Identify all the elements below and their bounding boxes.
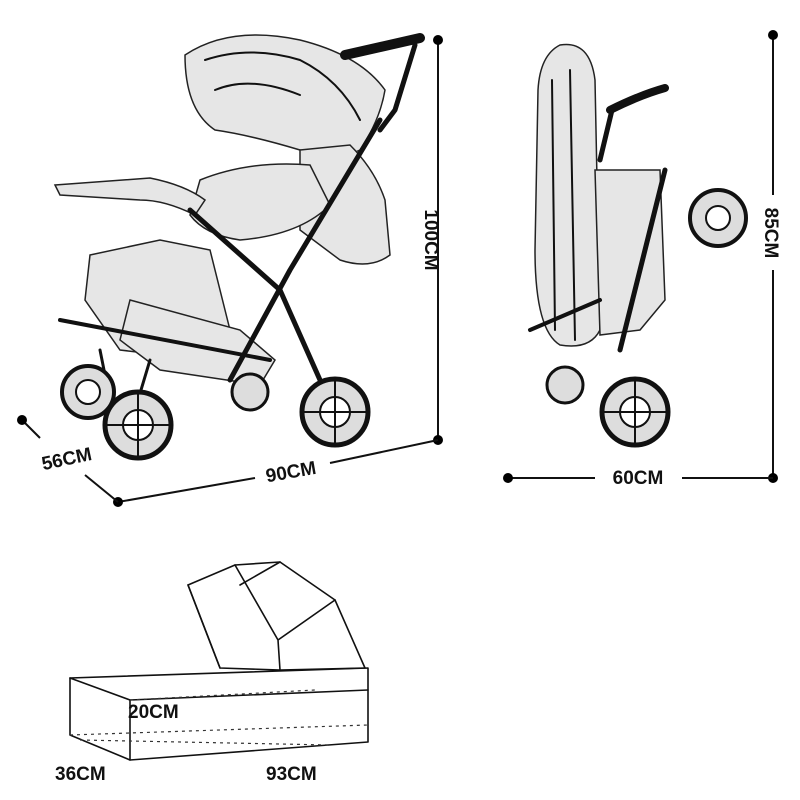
frame-rear bbox=[227, 117, 383, 383]
folded-small-wheel bbox=[545, 365, 585, 405]
folded-body bbox=[594, 169, 666, 336]
unfolded-height-label: 100CM bbox=[420, 209, 441, 270]
dimension-unfolded-height: 100CM bbox=[420, 35, 443, 445]
stroller-folded bbox=[528, 43, 748, 448]
bassinet-width-label: 36CM bbox=[55, 764, 106, 785]
handle-bar bbox=[340, 33, 425, 60]
bassinet-canopy bbox=[187, 561, 366, 671]
folded-bottom-wheel bbox=[599, 376, 671, 448]
bassinet-box-body bbox=[69, 667, 369, 761]
dimension-folded-height: 85CM bbox=[760, 30, 786, 483]
bassinet-length-label: 93CM bbox=[266, 764, 317, 785]
folded-canopy bbox=[534, 43, 601, 347]
bassinet-box: 20CM 36CM 93CM bbox=[55, 561, 369, 785]
bumper-bar bbox=[53, 177, 207, 216]
folded-handle bbox=[606, 84, 669, 114]
unfolded-width-label: 56CM bbox=[40, 444, 94, 475]
bassinet-height-label: 20CM bbox=[128, 702, 179, 723]
rear-small-wheel bbox=[230, 372, 270, 412]
seat-back bbox=[299, 144, 391, 265]
rear-wheel bbox=[299, 376, 371, 448]
dimension-folded-length: 60CM bbox=[503, 468, 773, 489]
folded-top-wheel bbox=[688, 188, 748, 248]
front-right-wheel bbox=[102, 389, 174, 461]
folded-height-label: 85CM bbox=[760, 208, 781, 259]
unfolded-length-label: 90CM bbox=[264, 458, 318, 487]
stroller-unfolded bbox=[53, 33, 425, 461]
folded-length-label: 60CM bbox=[613, 468, 664, 489]
front-left-wheel bbox=[60, 364, 116, 420]
frame-front bbox=[187, 207, 323, 383]
